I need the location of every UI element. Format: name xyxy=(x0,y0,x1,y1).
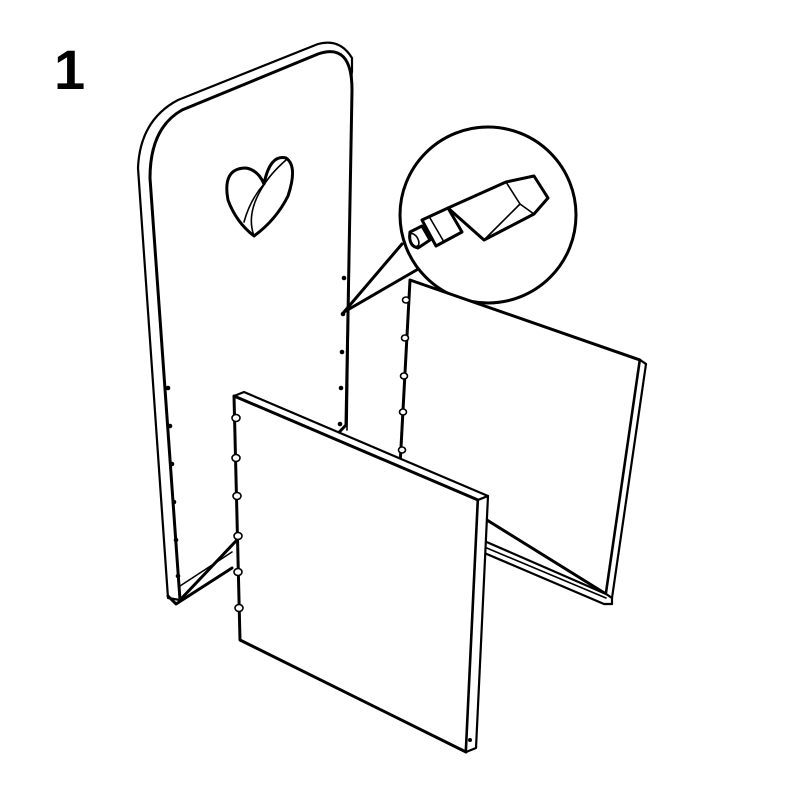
front-panel xyxy=(231,390,490,754)
back-panel xyxy=(397,278,648,606)
step-number: 1 xyxy=(54,38,86,101)
glue-callout xyxy=(342,125,578,314)
heart-cutout xyxy=(225,156,294,238)
glue-bottle-icon xyxy=(408,174,550,250)
side-panel-holes-left xyxy=(165,385,181,579)
front-panel-dowels xyxy=(231,413,244,613)
back-panel-dowels xyxy=(397,296,411,454)
